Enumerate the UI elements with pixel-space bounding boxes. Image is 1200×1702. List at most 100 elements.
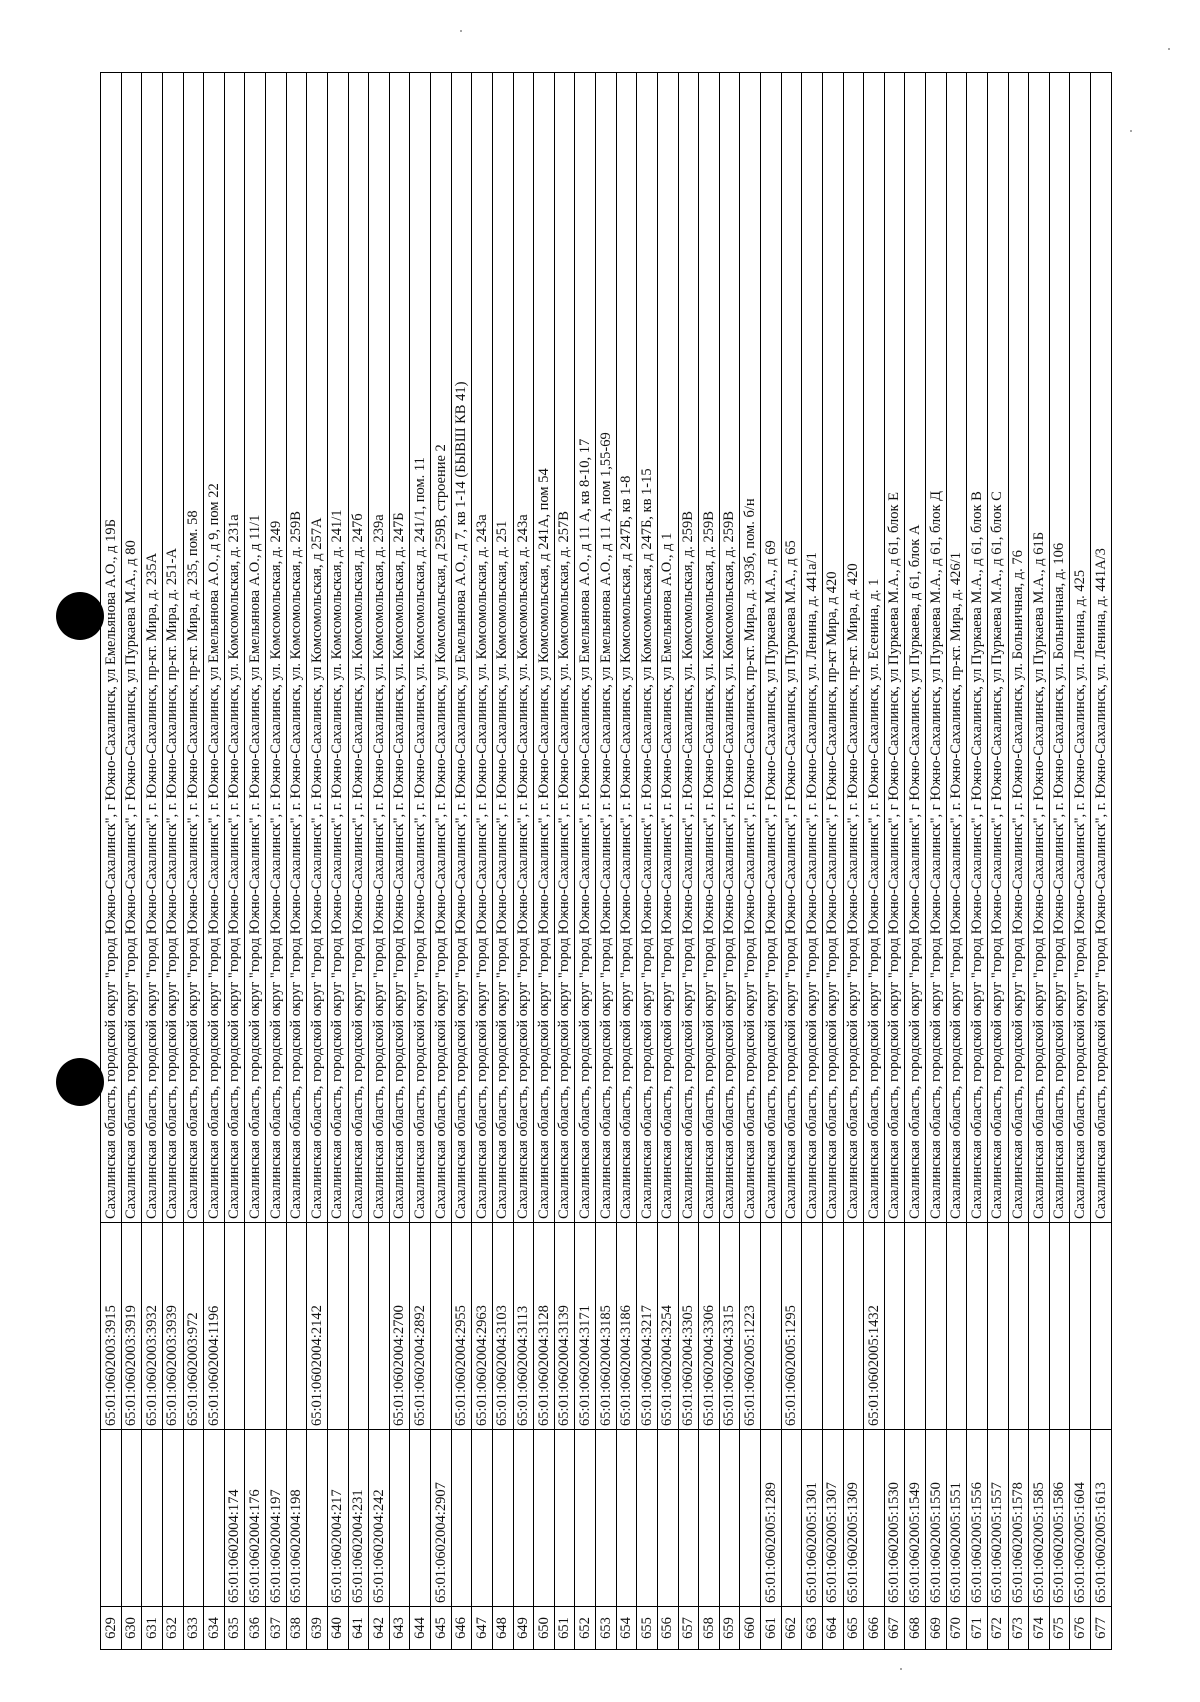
address-cell: Сахалинская область, городской округ "го… [100, 72, 122, 1223]
cadastral-number-alt-cell [265, 1222, 287, 1430]
address-cell: Сахалинская область, городской округ "го… [966, 72, 988, 1223]
punch-hole-top [56, 592, 104, 640]
row-number-cell: 635 [224, 1606, 245, 1650]
row-number-cell: 633 [183, 1606, 204, 1650]
cadastral-number-cell [616, 1429, 637, 1607]
cadastral-number-cell [863, 1429, 885, 1607]
cadastral-number-alt-cell: 65:01:0602005:1432 [863, 1222, 885, 1430]
row-number-cell: 638 [286, 1606, 307, 1650]
cadastral-number-cell [513, 1429, 534, 1607]
address-cell: Сахалинская область, городской округ "го… [409, 72, 431, 1223]
address-cell: Сахалинская область, городской округ "го… [451, 72, 472, 1223]
cadastral-number-alt-cell [843, 1222, 864, 1430]
address-cell: Сахалинская область, городской округ "го… [368, 72, 390, 1223]
cadastral-number-alt-cell: 65:01:0602004:2142 [306, 1222, 328, 1430]
address-cell: Сахалинская область, городской округ "го… [904, 72, 926, 1223]
cadastral-number-cell: 65:01:0602004:242 [368, 1429, 390, 1607]
row-number-cell: 665 [843, 1606, 864, 1650]
cadastral-number-cell [306, 1429, 328, 1607]
address-cell: Сахалинская область, городской округ "го… [801, 72, 823, 1223]
cadastral-number-alt-cell: 65:01:0602004:3139 [554, 1222, 575, 1430]
address-cell: Сахалинская область, городской округ "го… [286, 72, 307, 1223]
cadastral-number-alt-cell: 65:01:0602003:3932 [141, 1222, 163, 1430]
row-number-cell: 646 [451, 1606, 472, 1650]
address-cell: Сахалинская область, городской округ "го… [946, 72, 967, 1223]
cadastral-number-alt-cell: 65:01:0602003:972 [183, 1222, 204, 1430]
address-cell: Сахалинская область, городской округ "го… [244, 72, 266, 1223]
row-number-cell: 664 [822, 1606, 843, 1650]
cadastral-number-cell: 65:01:0602004:217 [327, 1429, 348, 1607]
address-cell: Сахалинская область, городской округ "го… [162, 72, 183, 1223]
address-cell: Сахалинская область, городской округ "го… [1069, 72, 1091, 1223]
cadastral-number-cell: 65:01:0602004:176 [244, 1429, 266, 1607]
cadastral-number-alt-cell: 65:01:0602004:3306 [698, 1222, 720, 1430]
cadastral-number-alt-cell [904, 1222, 926, 1430]
address-cell: Сахалинская область, городской округ "го… [492, 72, 513, 1223]
cadastral-number-alt-cell: 65:01:0602004:2955 [451, 1222, 472, 1430]
cadastral-number-alt-cell: 65:01:0602004:2892 [409, 1222, 431, 1430]
row-number-cell: 655 [636, 1606, 658, 1650]
cadastral-number-cell [409, 1429, 431, 1607]
cadastral-number-alt-cell: 65:01:0602004:3128 [533, 1222, 555, 1430]
row-number-cell: 658 [698, 1606, 720, 1650]
cadastral-number-alt-cell: 65:01:0602004:1196 [203, 1222, 225, 1430]
cadastral-number-alt-cell [884, 1222, 905, 1430]
cadastral-number-cell: 65:01:0602004:174 [224, 1429, 245, 1607]
address-cell: Сахалинская область, городской округ "го… [739, 72, 761, 1223]
cadastral-number-cell: 65:01:0602005:1585 [1028, 1429, 1050, 1607]
cadastral-number-cell: 65:01:0602005:1613 [1090, 1429, 1112, 1607]
address-cell: Сахалинская область, городской округ "го… [513, 72, 534, 1223]
row-number-cell: 634 [203, 1606, 225, 1650]
cadastral-number-cell: 65:01:0602004:231 [348, 1429, 369, 1607]
cadastral-number-alt-cell [760, 1222, 782, 1430]
scan-speck [250, 1620, 252, 1622]
cadastral-number-alt-cell [925, 1222, 947, 1430]
row-number-cell: 639 [306, 1606, 328, 1650]
scan-speck [1168, 48, 1170, 50]
address-cell: Сахалинская область, городской округ "го… [657, 72, 678, 1223]
row-number-cell: 668 [904, 1606, 926, 1650]
address-cell: Сахалинская область, городской округ "го… [1008, 72, 1029, 1223]
cadastral-number-alt-cell: 65:01:0602004:3186 [616, 1222, 637, 1430]
cadastral-number-alt-cell [430, 1222, 452, 1430]
row-number-cell: 644 [409, 1606, 431, 1650]
cadastral-number-cell [781, 1429, 802, 1607]
row-number-cell: 647 [471, 1606, 493, 1650]
cadastral-number-alt-cell: 65:01:0602005:1223 [739, 1222, 761, 1430]
cadastral-number-cell: 65:01:0602004:2907 [430, 1429, 452, 1607]
cadastral-number-cell [121, 1429, 142, 1607]
address-cell: Сахалинская область, городской округ "го… [141, 72, 163, 1223]
address-cell: Сахалинская область, городской округ "го… [863, 72, 885, 1223]
address-cell: Сахалинская область, городской округ "го… [1049, 72, 1070, 1223]
address-cell: Сахалинская область, городской округ "го… [595, 72, 617, 1223]
cadastral-number-cell: 65:01:0602005:1604 [1069, 1429, 1091, 1607]
row-number-cell: 656 [657, 1606, 678, 1650]
cadastral-number-alt-cell [1049, 1222, 1070, 1430]
row-number-cell: 671 [966, 1606, 988, 1650]
address-cell: Сахалинская область, городской округ "го… [121, 72, 142, 1223]
cadastral-number-cell [471, 1429, 493, 1607]
address-cell: Сахалинская область, городской округ "го… [678, 72, 699, 1223]
